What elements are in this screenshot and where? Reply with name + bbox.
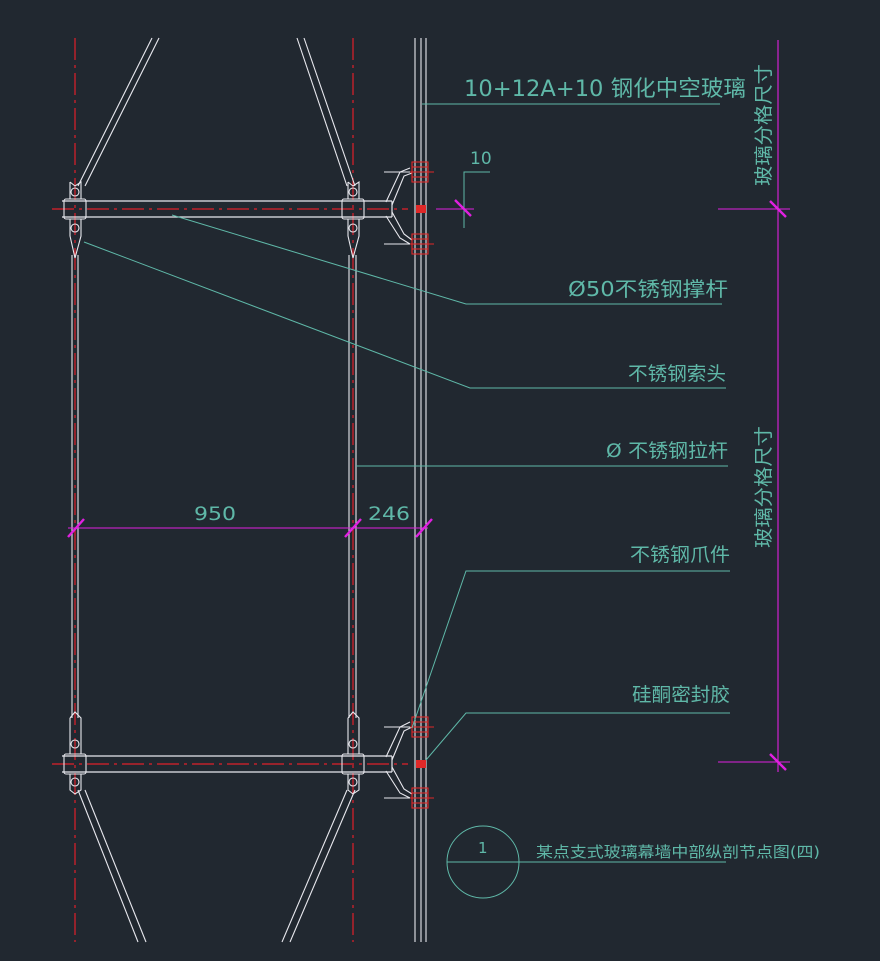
label-sealant: 硅酮密封胶 [632,684,730,706]
struts [62,200,393,773]
centerlines [52,38,408,942]
fitting-bottom-upper [410,716,434,738]
sealant-joints [416,205,426,768]
label-cable-head: 不锈钢索头 [628,363,726,385]
vertical-tie-rods [71,255,357,718]
joint-bottom-left [63,711,87,795]
dim-glass-grid-upper: 玻璃分格尺寸 [753,64,775,186]
dimension-lines [67,40,790,772]
diagonal-cables [77,37,356,943]
leader-strut [171,214,722,305]
joint-bottom-mid [341,711,365,795]
label-strut: Ø50不锈钢撑杆 [568,277,728,301]
cable-head-joints [63,180,365,795]
claw-fittings [410,161,434,809]
sealant-joint-bottom [416,760,426,768]
leader-cable-head [83,241,726,389]
title-text: 某点支式玻璃幕墙中部纵剖节点图(四) [536,843,820,861]
fitting-top-upper [410,161,434,183]
claw-arms [384,167,413,799]
title-block: 1 某点支式玻璃幕墙中部纵剖节点图(四) [446,825,820,899]
joint-top-left [63,180,87,259]
title-number: 1 [478,839,488,857]
leader-joint-dim [463,171,490,228]
dim-width-main: 950 [194,503,236,525]
leader-lines [83,103,730,761]
label-glass: 10+12A+10 钢化中空玻璃 [464,77,746,102]
glass-panel [414,38,427,942]
label-tie-rod: Ø 不锈钢拉杆 [606,440,728,462]
leader-claw [411,570,730,729]
label-claw: 不锈钢爪件 [630,544,730,566]
dim-joint: 10 [470,149,492,169]
leader-sealant [425,712,730,761]
sealant-joint-top [416,205,426,213]
dim-width-offset: 246 [368,503,410,525]
fitting-bottom-lower [410,787,434,809]
fitting-top-lower [410,233,434,255]
joint-top-mid [341,180,365,259]
dim-glass-grid-lower: 玻璃分格尺寸 [753,426,775,548]
